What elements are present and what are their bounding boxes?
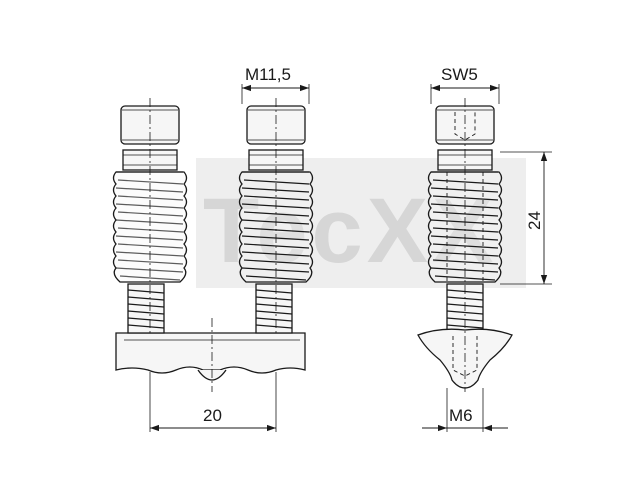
thread-diameter-label: M11,5	[245, 65, 291, 84]
bolt-thread-label: M6	[449, 406, 473, 425]
side-view-screw	[417, 98, 513, 392]
right-screw	[238, 98, 314, 335]
side-screw-thread	[430, 171, 499, 281]
dimension-bolt-thread: M6	[422, 388, 508, 432]
socket-size-label: SW5	[441, 65, 478, 84]
right-screw-thread	[241, 171, 310, 281]
dimension-thread-diameter: M11,5	[241, 65, 310, 104]
hex-socket-hidden	[454, 112, 476, 141]
dimension-spacing: 20	[149, 372, 277, 432]
left-screw	[112, 98, 188, 335]
base-plate	[115, 332, 306, 374]
height-label: 24	[525, 211, 544, 230]
front-view-assembly	[112, 98, 314, 392]
dimension-socket-size: SW5	[430, 65, 500, 104]
dimension-height: 24	[500, 151, 552, 285]
spacing-label: 20	[203, 406, 222, 425]
internal-bore-hidden	[446, 172, 484, 282]
watermark-box	[196, 158, 526, 288]
